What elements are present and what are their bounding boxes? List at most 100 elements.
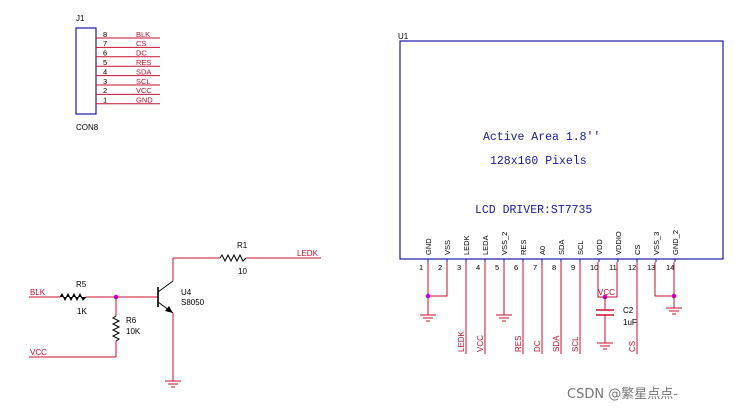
lcd-module-u1[interactable]: U1 Active Area 1.8'' 128x160 Pixels LCD … <box>398 32 724 272</box>
j1-pin-net: BLK <box>136 30 150 39</box>
u1-pin-name: LEDA <box>481 235 490 255</box>
u1-pin-name: VSS_2 <box>500 232 509 255</box>
u1-pin-number: 5 <box>495 263 499 272</box>
u1-signal-wire: RES <box>514 262 524 354</box>
j1-pin: 2 VCC <box>96 86 160 95</box>
resistor-r1[interactable]: R1 10 LEDK <box>173 241 321 276</box>
u1-pin-name: SDA <box>557 240 566 255</box>
j1-body <box>75 27 97 115</box>
u1-signal-wires: LEDK VCC RES DC SDA SCL CS <box>457 262 638 354</box>
r1-ref: R1 <box>237 241 248 250</box>
r1-value: 10 <box>238 267 247 276</box>
j1-pin-number: 4 <box>103 67 107 76</box>
u1-pin: GND_214 <box>666 230 680 272</box>
u1-signal-net: SCL <box>571 336 580 352</box>
resistor-r6[interactable]: R6 10K <box>111 297 141 357</box>
j1-pin-net: VCC <box>136 86 152 95</box>
j1-pin-net: SCL <box>136 77 151 86</box>
j1-ref: J1 <box>76 14 85 23</box>
watermark-text: CSDN @繁星点点- <box>567 386 678 402</box>
transistor-u4[interactable]: U4 S8050 <box>157 258 205 381</box>
c2-value: 1uF <box>623 318 637 327</box>
u1-pin-name: GND <box>424 238 433 255</box>
u1-line1: Active Area 1.8'' <box>483 131 600 144</box>
u1-pin-name: A0 <box>538 246 547 255</box>
u4-ref: U4 <box>181 288 192 297</box>
u1-signal-net: DC <box>533 340 542 352</box>
u1-pin-name: CS <box>633 245 642 255</box>
j1-pin-net: GND <box>136 96 153 105</box>
r6-net: VCC <box>30 348 47 357</box>
r6-ref: R6 <box>126 316 137 325</box>
u1-pin: VSS_3 13 <box>647 232 661 272</box>
ground-symbol-2 <box>496 262 512 322</box>
u1-pins: GND1VSS2LEDK3LEDA4VSS_25RES6A07SDA8SCL9V… <box>419 230 680 272</box>
ground-symbol-4 <box>165 380 181 388</box>
j1-pin-net: DC <box>136 49 147 58</box>
j1-pin: 8 BLK <box>96 30 160 39</box>
u4-value: S8050 <box>181 298 205 307</box>
j1-pin-number: 1 <box>103 96 107 105</box>
j1-pin-number: 5 <box>103 58 107 67</box>
j1-pin: 1 GND <box>96 96 160 105</box>
u1-body <box>399 40 724 260</box>
u1-pin-number: 4 <box>476 263 480 272</box>
u1-pin-number: 14 <box>666 263 674 272</box>
vcc-net-wire: VCC <box>29 348 116 358</box>
u1-signal-wire: SDA <box>552 262 562 354</box>
u1-pin-name: RES <box>519 240 528 255</box>
j1-pin-number: 7 <box>103 39 107 48</box>
u1-gnd-wiring <box>420 262 448 322</box>
c2-net: VCC <box>598 288 615 297</box>
j1-part: CON8 <box>76 123 99 132</box>
ground-symbol-1 <box>420 314 436 322</box>
u1-signal-net: CS <box>628 341 637 352</box>
u1-signal-wire: SCL <box>571 262 581 354</box>
u1-signal-wire: CS <box>628 262 638 354</box>
j1-pin-net: SDA <box>136 67 151 76</box>
u1-pin-name: VSS <box>443 240 452 255</box>
r6-value: 10K <box>126 327 141 336</box>
r5-ref: R5 <box>76 280 87 289</box>
u1-pin-number: 13 <box>647 263 655 272</box>
u1-pin-number: 2 <box>438 263 442 272</box>
u1-signal-wire: DC <box>533 262 543 354</box>
u1-pin-name: VDD <box>595 239 604 255</box>
u1-signal-wire: VCC <box>476 262 486 354</box>
u1-pin-number: 11 <box>609 263 617 272</box>
r5-value: 1K <box>77 307 87 316</box>
u1-pin-name: SCL <box>576 240 585 255</box>
junction-dot <box>425 293 431 299</box>
r5-net: BLK <box>30 288 46 297</box>
j1-pin-number: 3 <box>103 77 107 86</box>
u1-ref: U1 <box>398 32 409 41</box>
u1-pin-name: VSS_3 <box>652 232 661 255</box>
u1-signal-net: LEDK <box>457 330 466 352</box>
u1-pin-number: 3 <box>457 263 461 272</box>
j1-pin: 4 SDA <box>96 67 160 76</box>
u1-pin-number: 7 <box>533 263 537 272</box>
capacitor-c2[interactable]: VCC C2 1uF <box>596 262 637 350</box>
u1-pin-number: 12 <box>628 263 636 272</box>
u1-pin: A07 <box>533 246 547 272</box>
r1-net: LEDK <box>297 249 319 258</box>
c2-ref: C2 <box>623 306 634 315</box>
resistor-r5[interactable]: BLK R5 1K <box>29 280 87 316</box>
u1-signal-net: RES <box>514 336 523 352</box>
u1-pin: VSS_25 <box>495 232 509 272</box>
j1-pin-number: 2 <box>103 86 107 95</box>
j1-pin-number: 8 <box>103 30 107 39</box>
